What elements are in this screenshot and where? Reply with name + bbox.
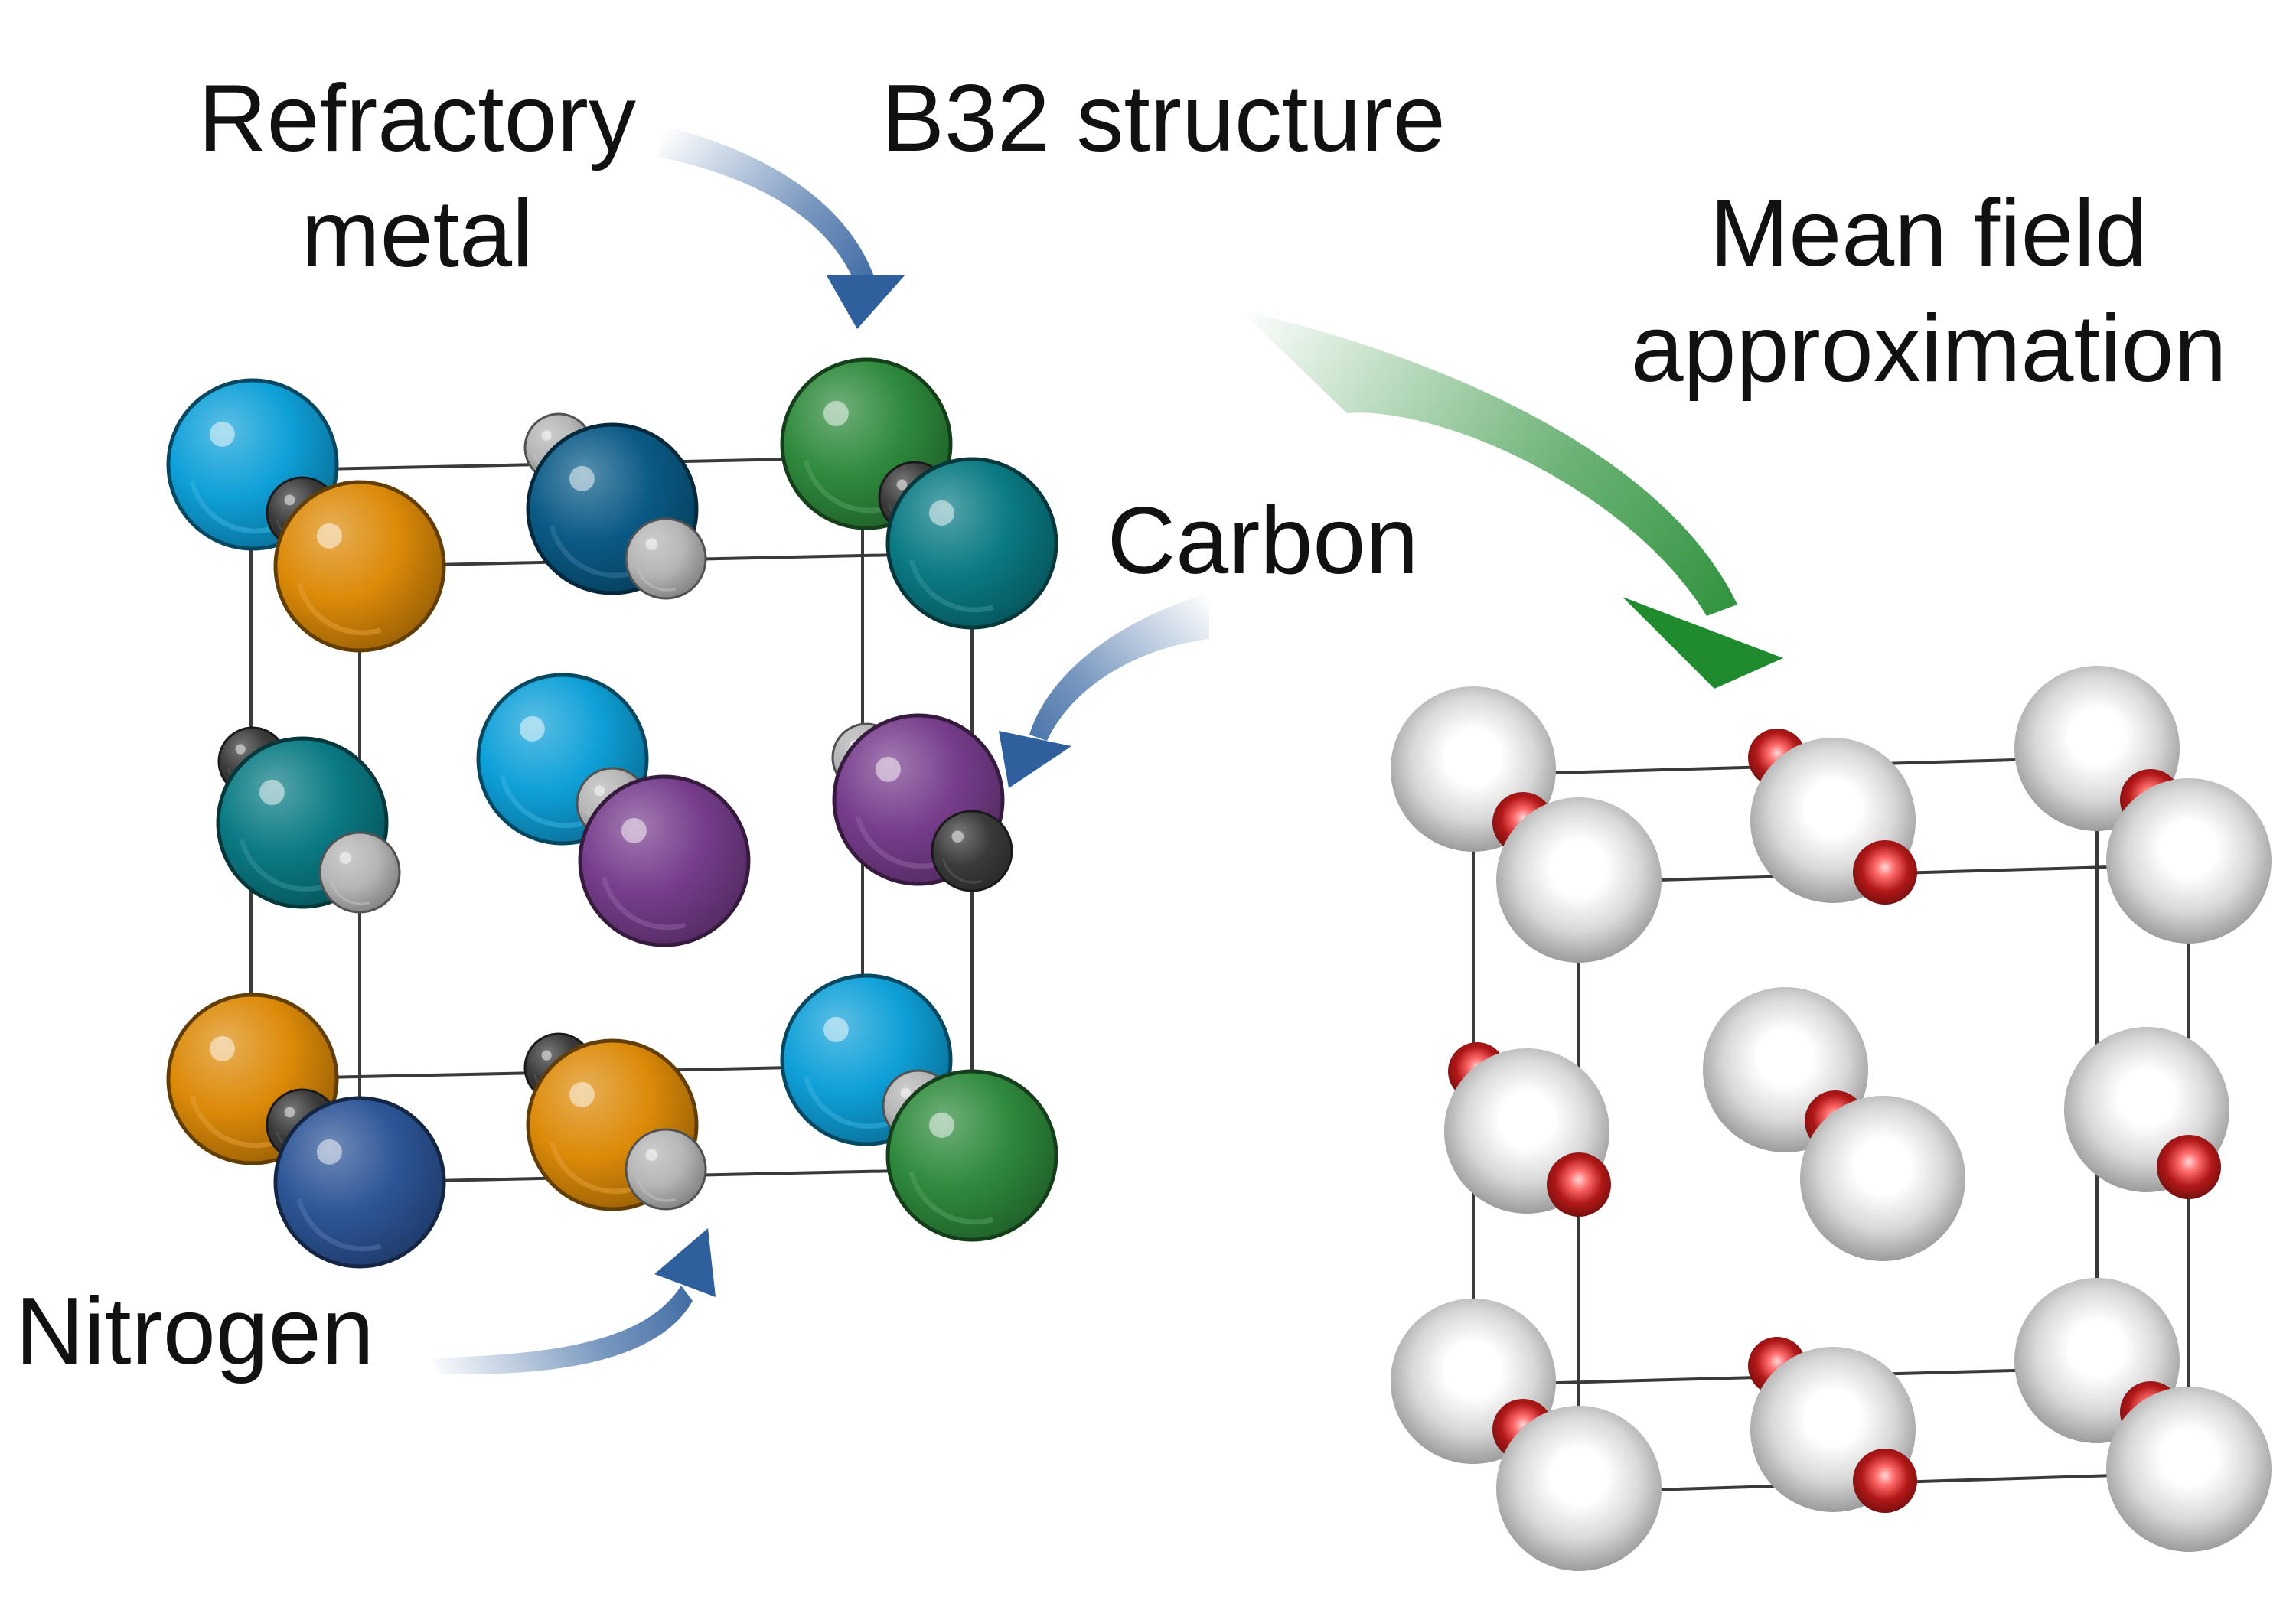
- mean-field-small-atom: [1853, 1449, 1917, 1513]
- nitrogen-label: Nitrogen: [15, 1279, 374, 1384]
- metal-atom: [273, 1096, 446, 1269]
- carbon-atom: [931, 810, 1013, 892]
- mean-field-label: Mean field approximation: [1584, 176, 2273, 408]
- b32-lattice: [166, 357, 1058, 1269]
- mean-field-label-line1: Mean field: [1709, 181, 2148, 286]
- mean-field-metal-atom: [2106, 1387, 2272, 1552]
- nitrogen-atom: [625, 517, 707, 600]
- mean-field-small-atom: [1547, 1152, 1611, 1217]
- mean-field-small-atom: [2157, 1135, 2221, 1199]
- metal-atom: [885, 457, 1058, 630]
- metal-atom: [273, 480, 446, 653]
- mean-field-small-atom: [1853, 840, 1917, 905]
- refractory-metal-label: Refractory metal: [165, 61, 670, 293]
- mean-field-label-line2: approximation: [1630, 296, 2227, 403]
- nitrogen-atom: [625, 1128, 707, 1211]
- mean-field-metal-atom: [2106, 778, 2272, 944]
- refractory-label-line1: Refractory: [198, 66, 636, 171]
- nitrogen-arrow-icon: [432, 1228, 716, 1374]
- carbon-arrow-icon: [999, 593, 1209, 788]
- arrows: [432, 126, 1783, 1374]
- refractory-arrow-icon: [658, 126, 905, 329]
- nitrogen-atom: [318, 831, 401, 914]
- mean-field-metal-atom: [1496, 797, 1662, 963]
- mean-field-metal-atom: [1496, 1406, 1662, 1571]
- carbon-label: Carbon: [1107, 488, 1419, 594]
- mean-field-arrow-icon: [1240, 310, 1783, 689]
- mean-field-lattice: [1391, 666, 2272, 1571]
- metal-atom: [885, 1069, 1058, 1242]
- mean-field-metal-atom: [1800, 1096, 1965, 1261]
- refractory-label-line2: metal: [301, 181, 533, 288]
- b32-structure-label: B32 structure: [881, 66, 1446, 171]
- metal-atom: [578, 774, 751, 947]
